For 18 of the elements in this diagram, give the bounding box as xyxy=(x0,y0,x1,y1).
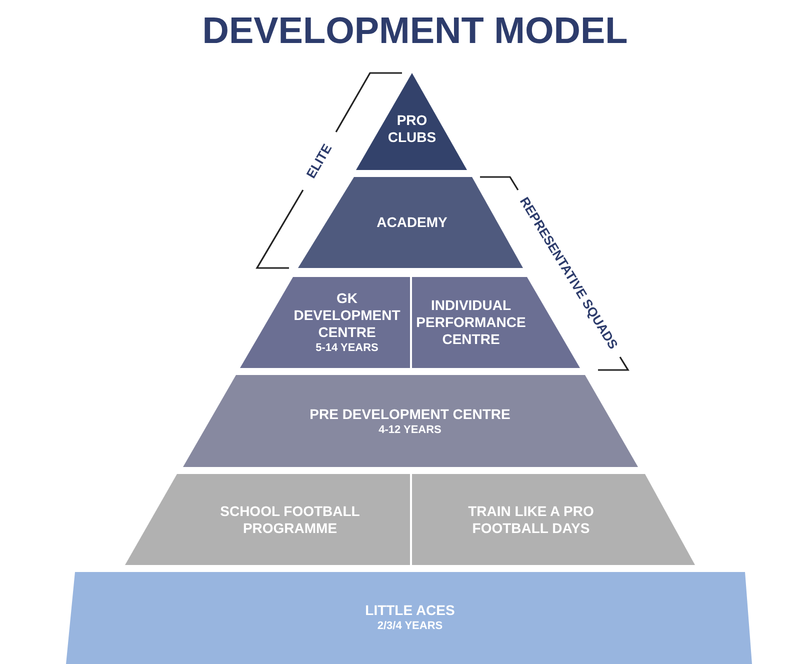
tier-title: PRE DEVELOPMENT CENTRE xyxy=(310,406,510,422)
tier-title: ACADEMY xyxy=(376,214,448,231)
tier-title: INDIVIDUAL PERFORMANCE CENTRE xyxy=(415,296,526,348)
age-range: 4-12 YEARS xyxy=(378,422,442,436)
pyramid-tier xyxy=(412,474,695,565)
tier-title: GK DEVELOPMENT CENTRE xyxy=(292,290,402,340)
tier-title: LITTLE ACES xyxy=(365,602,455,619)
pyramid-tier xyxy=(183,375,638,467)
pyramid-tier xyxy=(240,277,410,368)
diagram-title: DEVELOPMENT MODEL xyxy=(202,10,628,52)
age-range: 2/3/4 YEARS xyxy=(377,619,443,633)
pyramid-apex xyxy=(356,73,467,170)
age-range: 5-14 YEARS xyxy=(316,340,378,354)
tier-title: PRO CLUBS xyxy=(386,112,438,146)
pyramid-tier xyxy=(125,474,410,565)
tier-title: TRAIN LIKE A PRO FOOTBALL DAYS xyxy=(467,503,595,537)
tier-title: SCHOOL FOOTBALL PROGRAMME xyxy=(219,503,361,537)
pyramid-base-tier xyxy=(66,572,752,664)
